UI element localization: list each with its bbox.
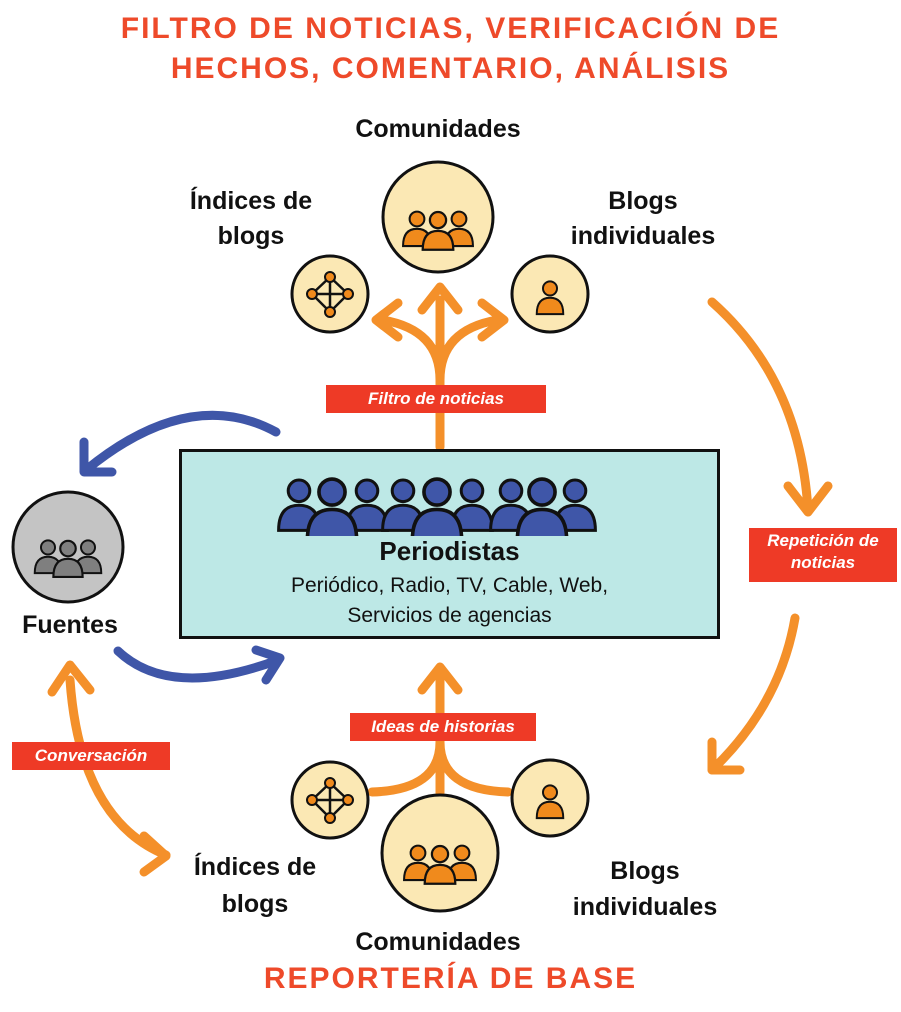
bottom-title: REPORTERÍA DE BASE bbox=[263, 962, 638, 995]
blue-arcs bbox=[79, 410, 285, 685]
journalists-people-group-icon bbox=[277, 477, 597, 536]
top-title-line-2: HECHOS, COMENTARIO, ANÁLISIS bbox=[170, 52, 731, 85]
bottom-communities-circle bbox=[380, 793, 500, 913]
people-group-icon bbox=[402, 210, 474, 251]
bottom-communities-label: Comunidades bbox=[355, 928, 521, 956]
journalists-title: Periodistas bbox=[379, 536, 520, 566]
bottom-blog-index-circle bbox=[290, 760, 370, 840]
bottom-fan-arrowheads bbox=[417, 662, 463, 695]
top-communities-circle bbox=[381, 160, 495, 274]
bottom-blog-indexes-label-line-1: Índices de bbox=[193, 853, 317, 881]
people-group-icon bbox=[403, 844, 477, 885]
conversation-arc bbox=[47, 660, 171, 877]
top-fan-arrows bbox=[378, 295, 502, 452]
bottom-individual-blogs-label-line-2: individuales bbox=[572, 893, 718, 921]
journalists-subtitle-line-1: Periódico, Radio, TV, Cable, Web, bbox=[290, 574, 609, 597]
journalists-subtitle-line-2: Servicios de agencias bbox=[347, 604, 552, 627]
top-title-line-1: FILTRO DE NOTICIAS, VERIFICACIÓN DE bbox=[120, 12, 781, 45]
top-blog-index-circle bbox=[290, 254, 370, 334]
sources-circle bbox=[11, 490, 125, 604]
top-individual-blog-circle bbox=[510, 254, 590, 334]
conversation-tag: Conversación bbox=[12, 742, 170, 770]
top-blog-indexes-label-line-1: Índices de bbox=[189, 187, 313, 215]
top-blog-indexes-label-line-2: blogs bbox=[217, 222, 285, 250]
people-group-icon bbox=[33, 539, 103, 578]
top-fan-arrowheads bbox=[371, 282, 509, 342]
bottom-individual-blog-circle bbox=[510, 758, 590, 838]
sources-label: Fuentes bbox=[22, 611, 118, 639]
repetition-arcs bbox=[707, 297, 833, 775]
news-filter-tag: Filtro de noticias bbox=[326, 385, 546, 413]
news-repetition-tag-line-2: noticias bbox=[790, 553, 856, 572]
top-individual-blogs-label-line-2: individuales bbox=[570, 222, 716, 250]
bottom-individual-blogs-label-line-1: Blogs bbox=[610, 857, 680, 885]
bottom-blog-indexes-label-line-2: blogs bbox=[221, 890, 289, 918]
news-repetition-tag: Repetición de noticias bbox=[749, 528, 897, 582]
network-nodes-icon bbox=[306, 271, 354, 318]
story-ideas-tag: Ideas de historias bbox=[350, 713, 536, 741]
top-individual-blogs-label-line-1: Blogs bbox=[608, 187, 678, 215]
news-repetition-tag-line-1: Repetición de bbox=[767, 531, 879, 550]
network-nodes-icon bbox=[306, 777, 354, 824]
journalists-panel: Periodistas Periódico, Radio, TV, Cable,… bbox=[179, 449, 720, 639]
top-communities-label: Comunidades bbox=[355, 115, 521, 143]
